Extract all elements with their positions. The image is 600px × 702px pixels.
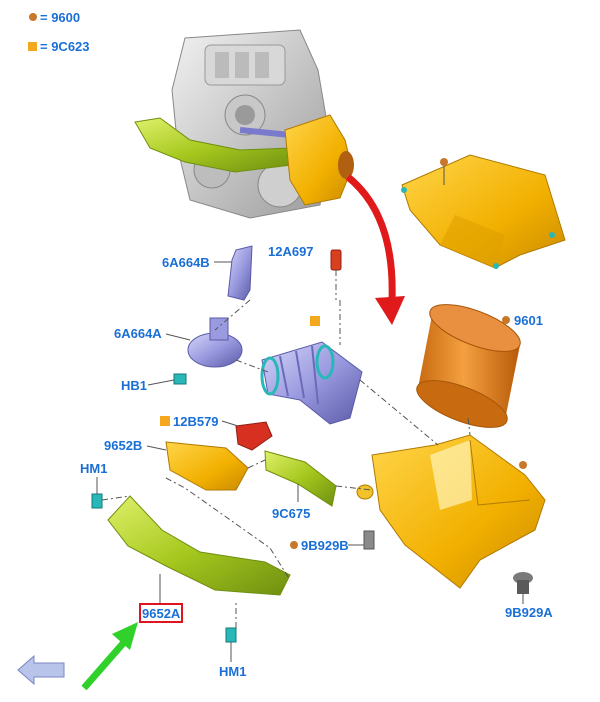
hose-6a664b: [227, 245, 253, 301]
green-indicator-arrow: [81, 622, 138, 691]
callout-9652a: 9652A: [142, 606, 181, 621]
bellows-hose: [260, 316, 363, 425]
callout-6a664b: 6A664B: [162, 255, 210, 270]
air-filter-element: [416, 304, 521, 428]
callout-9b929b: 9B929B: [301, 538, 349, 553]
legend: = 9600 = 9C623: [28, 10, 90, 54]
callout-9c675: 9C675: [272, 506, 310, 521]
installed-air-intake: [134, 114, 354, 206]
callout-hm1-top: HM1: [80, 461, 107, 476]
callout-9b929a: 9B929A: [505, 605, 553, 620]
callout-6a664a: 6A664A: [114, 326, 162, 341]
transfer-arrow: [345, 174, 405, 325]
legend-square-text: = 9C623: [40, 39, 90, 54]
air-cleaner-cover: [401, 154, 566, 269]
fastener-hm1-top: [91, 477, 103, 509]
resonator-6a664a: [187, 317, 243, 368]
callout-12a697: 12A697: [268, 244, 314, 259]
duct-9652b: [165, 441, 249, 491]
air-cleaner-lower-housing: [356, 434, 546, 589]
callout-hb1: HB1: [121, 378, 147, 393]
duct-9c675: [264, 450, 337, 507]
callout-9601: 9601: [514, 313, 543, 328]
bracket-hb1: [173, 373, 187, 385]
legend-square-marker: [28, 42, 37, 51]
callout-hm1-bottom: HM1: [219, 664, 246, 679]
callout-12b579: 12B579: [173, 414, 219, 429]
mount-9b929b: [290, 530, 375, 550]
connector-12b579: [160, 416, 273, 451]
duct-9652a: [107, 495, 291, 604]
callout-9652b: 9652B: [104, 438, 142, 453]
fastener-hm1-bottom: [225, 627, 237, 662]
legend-circle-marker: [29, 13, 37, 21]
direction-arrow-icon: [17, 654, 65, 686]
sensor-12a697: [330, 249, 342, 271]
legend-circle-text: = 9600: [40, 10, 80, 25]
highlight-box: [139, 603, 183, 623]
assembly-leader-lines: [101, 299, 471, 628]
mount-9b929a: [513, 572, 533, 604]
